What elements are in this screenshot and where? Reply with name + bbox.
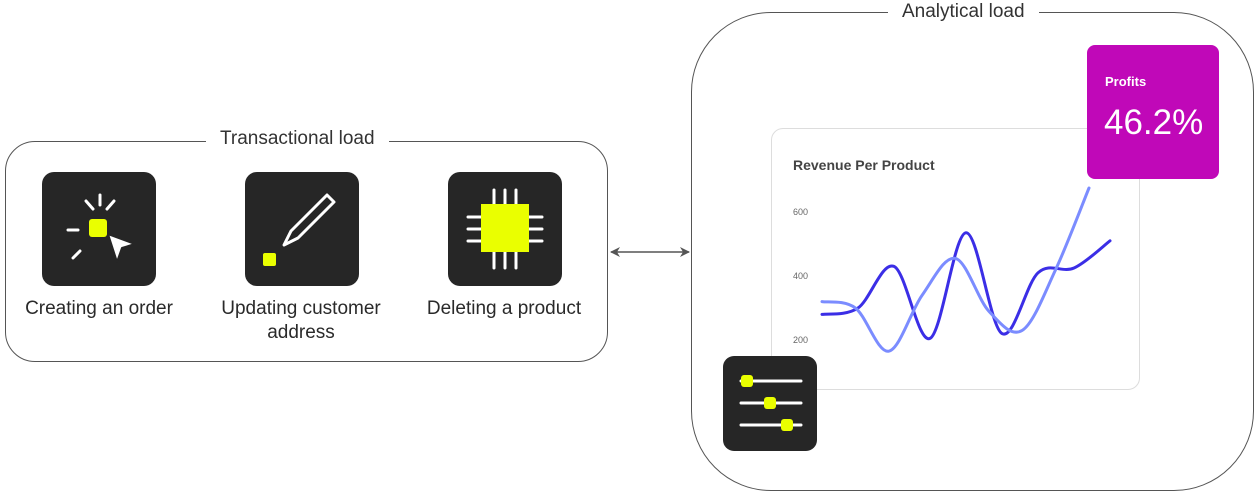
cursor-click-icon <box>66 193 136 263</box>
profits-value: 46.2% <box>1104 103 1204 142</box>
bidirectional-arrow-icon <box>610 247 690 257</box>
updating-address-tile[interactable] <box>245 172 359 286</box>
deleting-product-tile[interactable] <box>448 172 562 286</box>
pencil-icon <box>263 193 336 266</box>
profits-label: Profits <box>1105 74 1147 89</box>
y-tick-label: 200 <box>793 335 808 345</box>
revenue-line-chart: 600 400 200 <box>793 186 1112 353</box>
y-tick-label: 600 <box>793 207 808 217</box>
analytical-load-title: Analytical load <box>888 1 1039 23</box>
creating-order-tile[interactable] <box>42 172 156 286</box>
sliders-tile[interactable] <box>723 356 817 451</box>
series-line-a <box>820 231 1112 340</box>
creating-order-label: Creating an order <box>25 298 173 319</box>
transactional-load-title: Transactional load <box>206 128 389 150</box>
series-line-b <box>820 186 1091 353</box>
y-tick-label: 400 <box>793 271 808 281</box>
deleting-product-label: Deleting a product <box>426 298 582 319</box>
chart-title: Revenue Per Product <box>793 157 935 173</box>
sliders-icon <box>739 375 803 431</box>
chip-icon <box>466 188 544 270</box>
profits-kpi-card: Profits 46.2% <box>1087 45 1219 179</box>
updating-address-label: Updating customer address <box>221 298 381 343</box>
